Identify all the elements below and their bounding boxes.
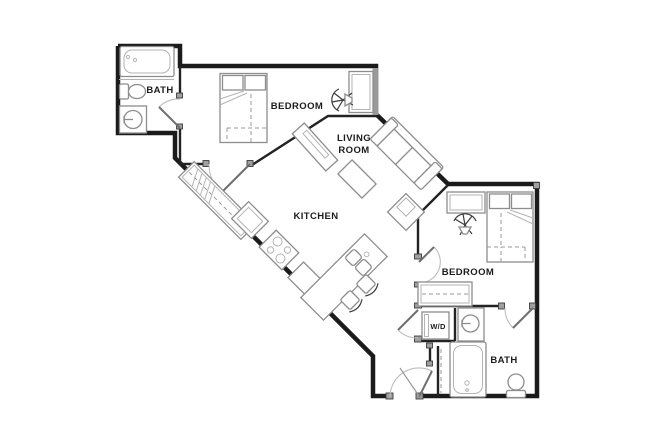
desk-chair <box>453 213 477 236</box>
sofa <box>370 116 444 190</box>
bed <box>219 72 268 144</box>
laundry-closet: W/D <box>421 311 450 340</box>
sink <box>118 105 148 134</box>
bath2-label: BATH <box>490 355 517 366</box>
bath1-label: BATH <box>146 85 173 96</box>
desk <box>446 191 486 214</box>
room-living: LIVING ROOM <box>291 116 444 232</box>
kitchen-label: KITCHEN <box>293 211 338 222</box>
living-label-line2: ROOM <box>338 145 369 156</box>
bathtub <box>119 45 175 80</box>
doors <box>158 98 534 398</box>
room-kitchen: KITCHEN <box>177 160 389 322</box>
bedroom1-label: BEDROOM <box>271 101 323 112</box>
laundry-door <box>397 309 419 339</box>
wd-label: W/D <box>430 322 446 331</box>
bathtub <box>449 341 487 398</box>
bath1-door <box>158 98 181 129</box>
tv-console <box>291 122 339 172</box>
stove <box>258 229 300 271</box>
living-label-line1: LIVING <box>337 133 371 144</box>
desk <box>348 70 374 114</box>
door-jamb-caps <box>176 92 540 400</box>
bedroom2-door <box>418 246 441 284</box>
coffee-table <box>336 158 378 200</box>
toilet <box>118 83 147 100</box>
bath2-door <box>504 307 534 329</box>
sink <box>457 307 485 342</box>
fridge <box>230 200 270 240</box>
kitchen-island <box>299 232 389 322</box>
room-bath-1: BATH <box>118 45 175 134</box>
washer-dryer <box>421 311 450 340</box>
entry-door <box>389 367 433 398</box>
room-bath-2: BATH <box>440 307 527 399</box>
closet <box>417 281 473 307</box>
bar-stool-2 <box>356 274 379 297</box>
bed <box>486 191 534 263</box>
bar-stool-1 <box>340 290 363 313</box>
room-bedroom-1: BEDROOM <box>219 70 374 144</box>
desk-chair <box>331 88 354 112</box>
island-sink <box>345 249 372 276</box>
bedroom1-desk-wall <box>372 68 379 115</box>
bedroom2-label: BEDROOM <box>442 267 494 278</box>
end-table <box>386 192 426 232</box>
room-bedroom-2: BEDROOM <box>417 191 534 307</box>
toilet <box>505 373 527 399</box>
